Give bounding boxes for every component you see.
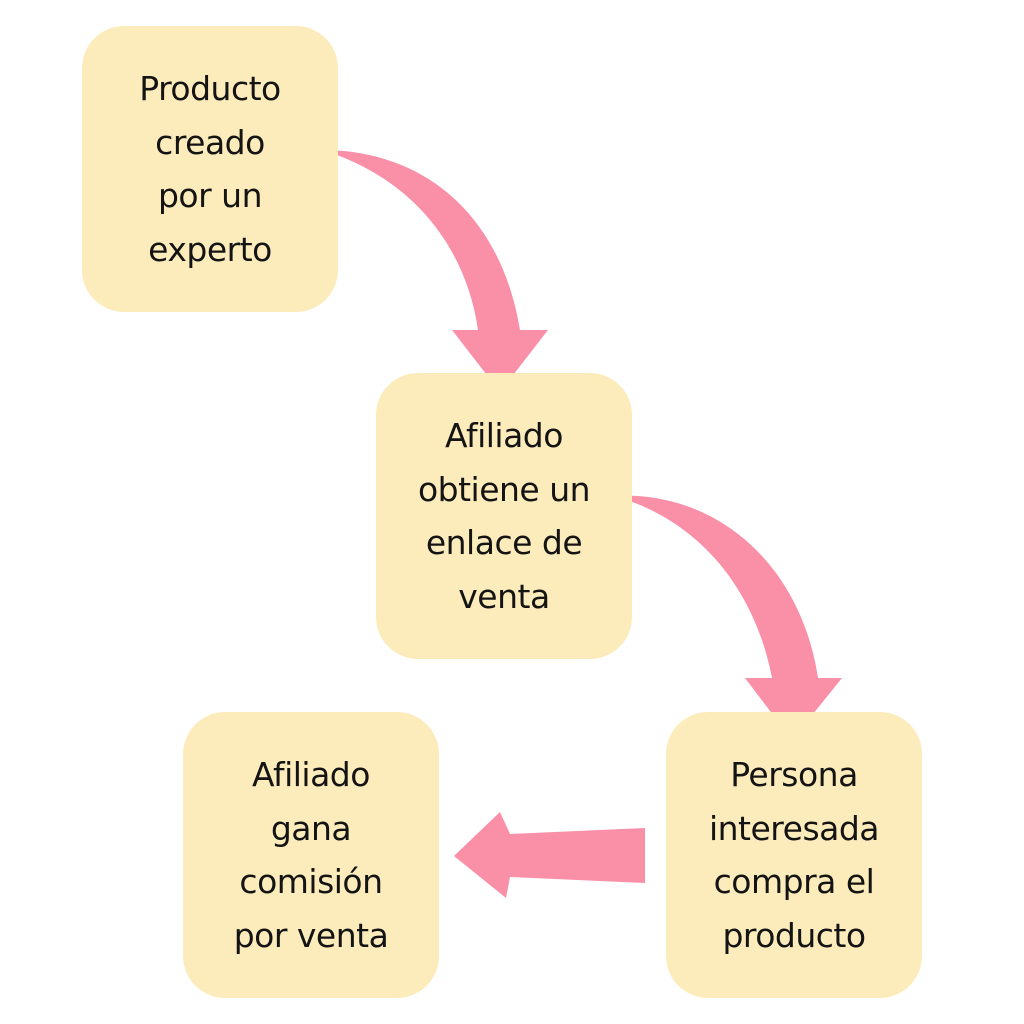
step-label: Afiliado gana comisión por venta [233, 755, 389, 955]
step-box-persona-compra: Persona interesada compra el producto [666, 712, 922, 998]
arrow-step2-to-step4 [614, 495, 842, 740]
step-label: Afiliado obtiene un enlace de venta [417, 416, 591, 616]
arrow-step4-to-step3 [454, 812, 645, 898]
arrow-step1-to-step2 [322, 150, 548, 392]
step-box-afiliado-gana-comision: Afiliado gana comisión por venta [183, 712, 439, 998]
step-box-afiliado-obtiene-enlace: Afiliado obtiene un enlace de venta [376, 373, 632, 659]
step-box-producto-creado: Producto creado por un experto [82, 26, 338, 312]
step-label: Producto creado por un experto [139, 69, 281, 269]
step-label: Persona interesada compra el producto [708, 755, 880, 955]
